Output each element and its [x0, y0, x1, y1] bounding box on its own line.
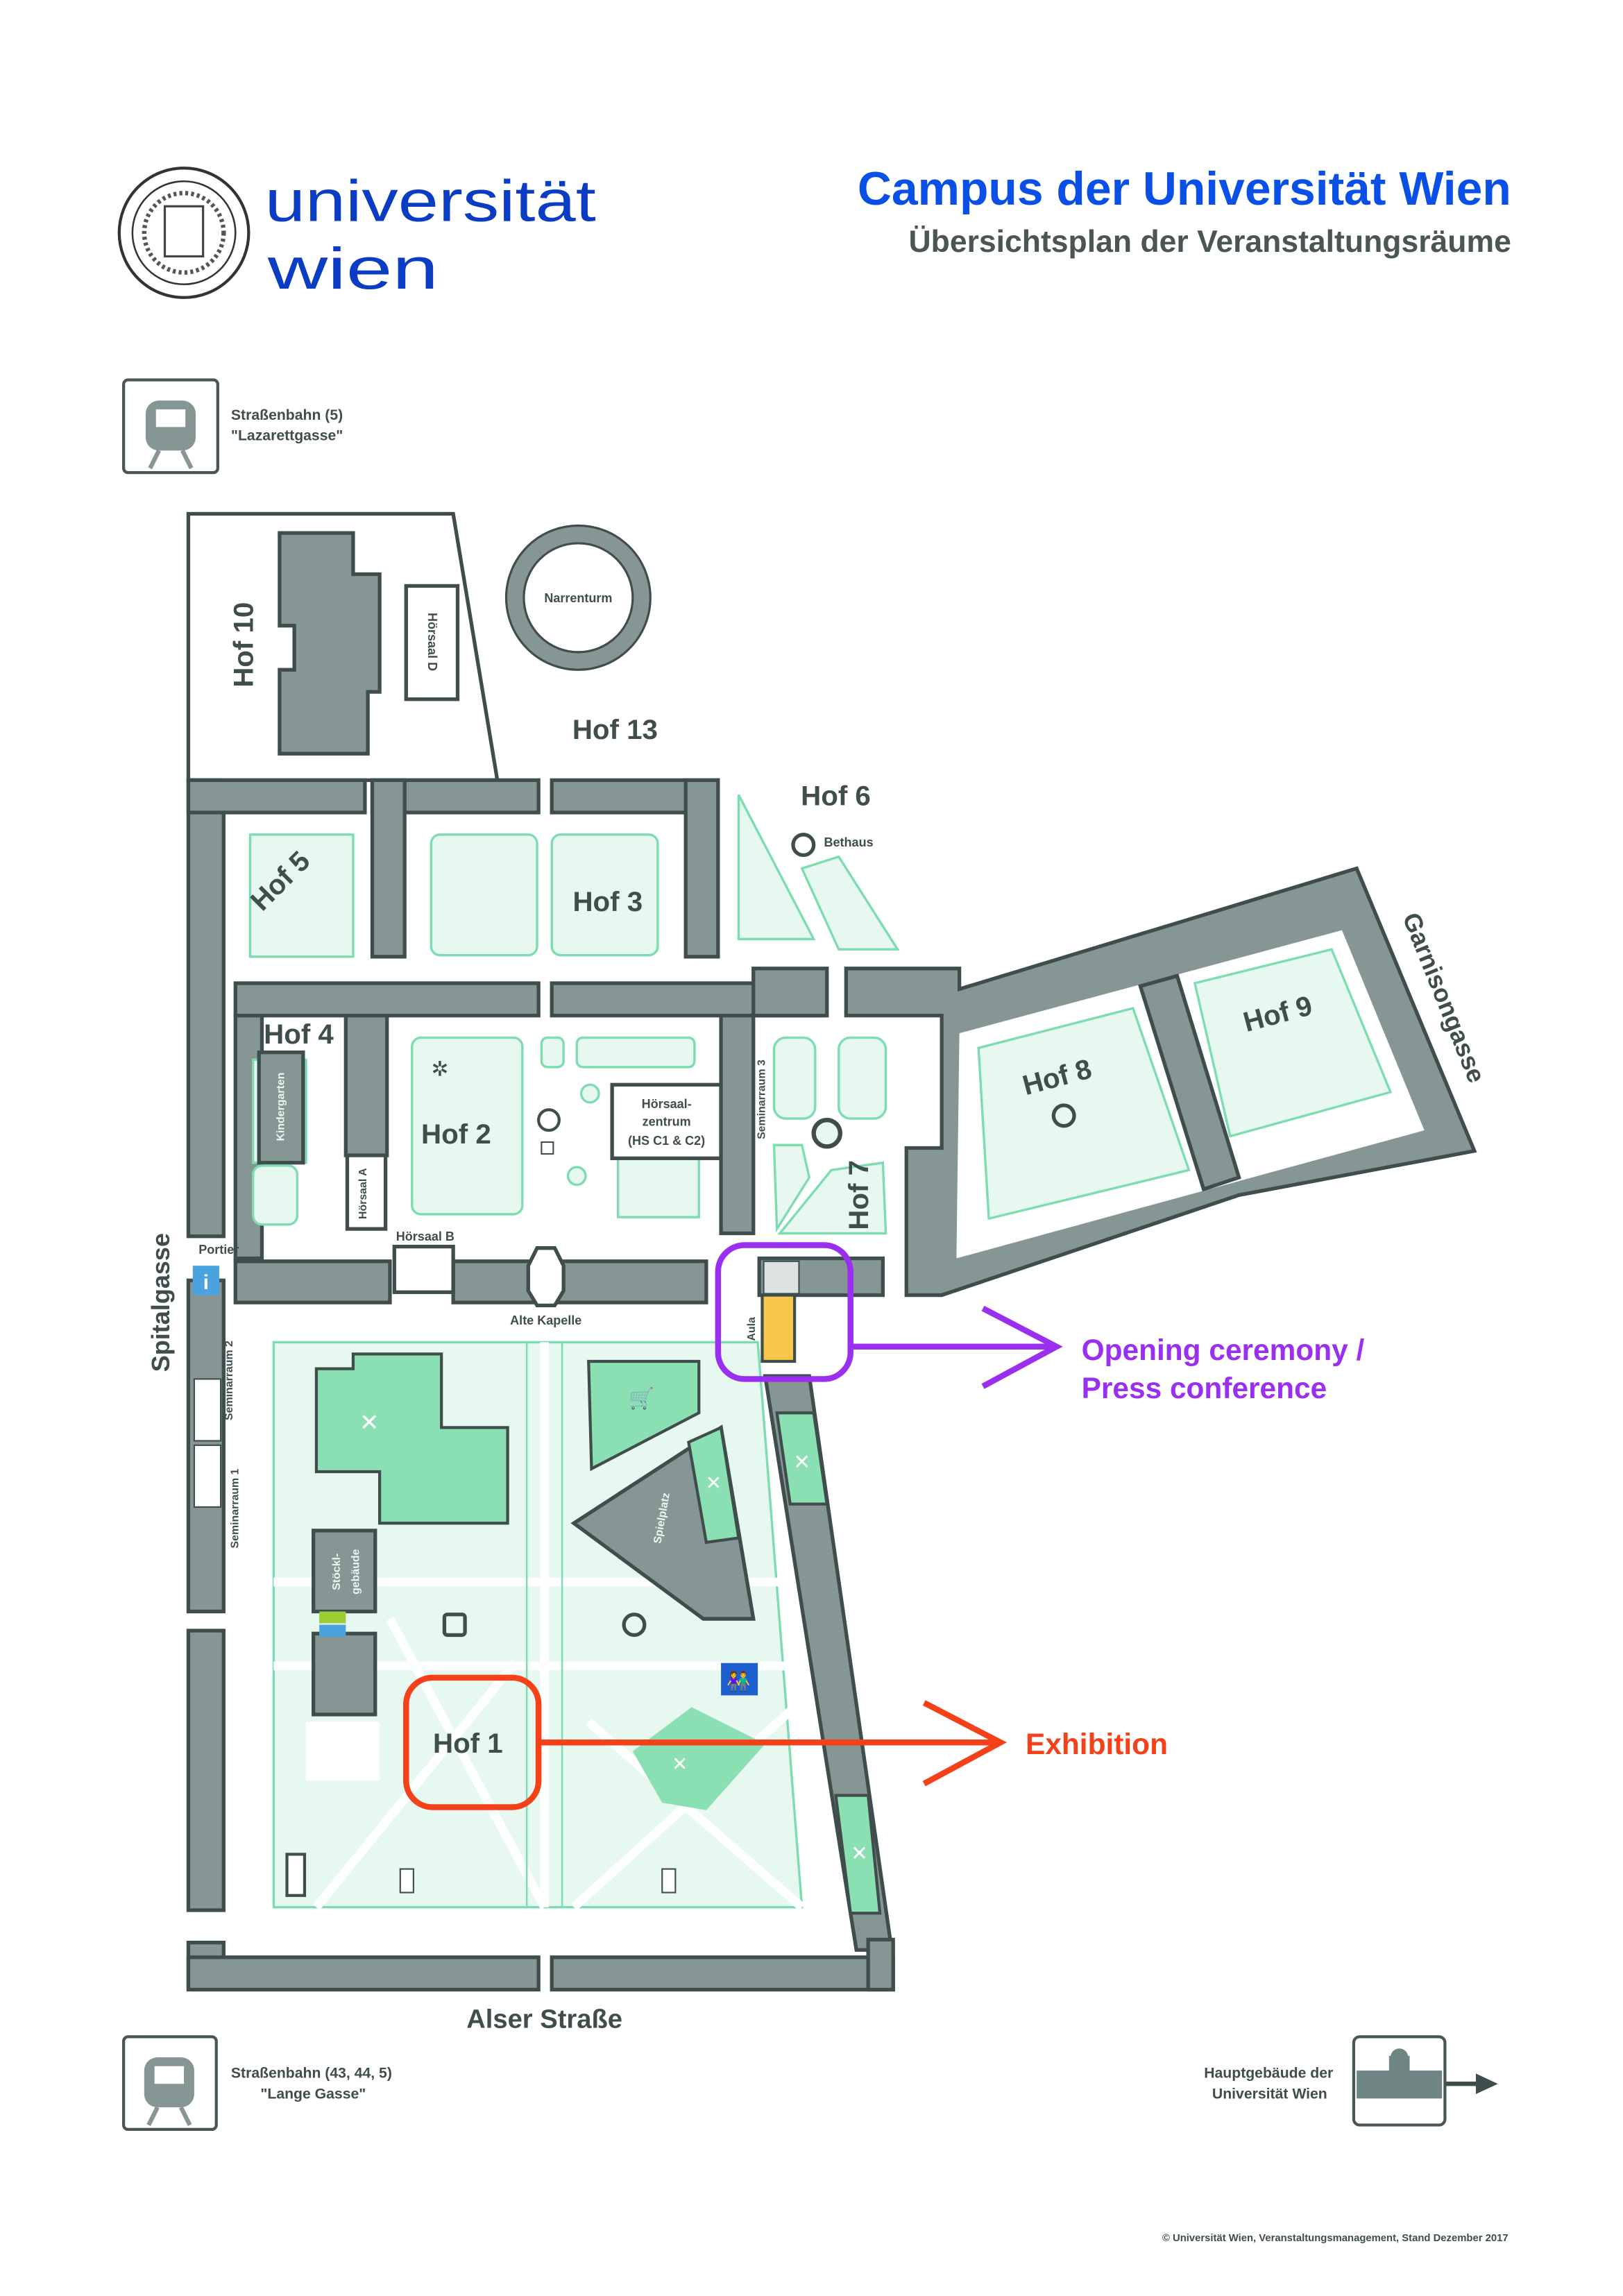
tram-top-line: Straßenbahn (5) — [231, 407, 343, 423]
logo-text-universitaet: universität — [265, 168, 596, 234]
hsz-label-2: zentrum — [643, 1115, 691, 1129]
street-alser-strasse: Alser Straße — [466, 2005, 622, 2034]
tram-stop-lazarettgasse: Straßenbahn (5) "Lazarettgasse" — [122, 378, 343, 475]
portier-label: Portier — [198, 1243, 239, 1257]
exhibition-label: Exhibition — [1026, 1728, 1168, 1760]
tram-bottom-line: Straßenbahn (43, 44, 5) — [231, 2066, 392, 2082]
seminarraum3-label[interactable]: Seminarraum 3 — [756, 1060, 768, 1139]
bike-icon — [319, 1611, 346, 1624]
bethaus-icon — [791, 833, 816, 858]
shop[interactable] — [587, 1359, 701, 1472]
restaurant-icon: ✕ — [706, 1472, 722, 1493]
opening-ceremony-annotation: Opening ceremony / Press conference — [715, 1242, 1365, 1404]
shopping-cart-icon: 🛒 — [629, 1387, 654, 1411]
press-conference-label: Press conference — [1082, 1372, 1327, 1404]
hsz-label-3: (HS C1 & C2) — [628, 1134, 705, 1148]
stoeckl-label-2: gebäude — [350, 1549, 362, 1595]
campus-map: Hörsaal D Hof 10 Narrenturm Hof 13 Hof 5… — [146, 511, 1491, 2034]
info-icon[interactable]: i — [192, 1266, 219, 1295]
hof4-label: Hof 4 — [264, 1019, 334, 1050]
seminarraum2-label[interactable]: Seminarraum 2 — [223, 1341, 235, 1420]
university-seal-icon — [117, 167, 250, 299]
restaurant-icon: ✕ — [851, 1842, 868, 1865]
main-building-label-2: Universität Wien — [1212, 2086, 1327, 2102]
hoersaal-b[interactable] — [392, 1244, 455, 1294]
hoersaal-a[interactable] — [345, 1153, 388, 1231]
arrow-right-icon — [1475, 2073, 1498, 2095]
restaurant-icon: ✕ — [672, 1753, 688, 1775]
tram-top-stop: "Lazarettgasse" — [231, 428, 343, 444]
stoeckl-label-1: Stöckl- — [331, 1554, 343, 1590]
hof13-label: Hof 13 — [572, 714, 658, 745]
page-subtitle: Übersichtsplan der Veranstaltungsräume — [908, 225, 1511, 259]
university-logo: universität wien — [117, 167, 596, 301]
tram-bottom-stop: "Lange Gasse" — [260, 2086, 366, 2102]
kindergarten-label: Kindergarten — [275, 1073, 287, 1141]
bethaus-label[interactable]: Bethaus — [824, 835, 874, 849]
alte-kapelle-label: Alte Kapelle — [510, 1313, 581, 1327]
hof1-label: Hof 1 — [433, 1728, 503, 1759]
hoersaal-a-label: Hörsaal A — [357, 1168, 369, 1219]
hoersaal-d-label: Hörsaal D — [425, 613, 439, 671]
page-title: Campus der Universität Wien — [858, 163, 1511, 215]
hof3-label: Hof 3 — [572, 886, 643, 917]
hof10-label: Hof 10 — [228, 602, 260, 688]
mensa[interactable] — [314, 1352, 509, 1525]
hof7-label: Hof 7 — [843, 1160, 874, 1230]
hof10-building — [278, 531, 382, 756]
logo-text-wien: wien — [267, 235, 439, 301]
kindergarten[interactable] — [257, 1051, 305, 1165]
hof6-label: Hof 6 — [801, 780, 871, 811]
restaurant-icon: ✕ — [359, 1410, 379, 1436]
hof2-label: Hof 2 — [421, 1119, 491, 1150]
hoersaal-b-label: Hörsaal B — [396, 1230, 454, 1243]
restaurant-icon: ✕ — [793, 1451, 810, 1474]
narrenturm[interactable]: Narrenturm — [504, 524, 652, 671]
hoersaal-d[interactable] — [404, 584, 460, 701]
svg-text:i: i — [203, 1271, 209, 1294]
copyright: © Universität Wien, Veranstaltungsmanage… — [1162, 2233, 1509, 2244]
stoeckl-gebaeude[interactable] — [312, 1529, 377, 1614]
seminarraum1-label[interactable]: Seminarraum 1 — [230, 1468, 241, 1548]
svg-text:👫: 👫 — [726, 1671, 750, 1693]
main-building-icon — [1357, 2048, 1443, 2099]
opening-ceremony-label: Opening ceremony / — [1082, 1334, 1365, 1366]
alte-kapelle[interactable] — [526, 1246, 566, 1308]
main-building-label-1: Hauptgebäude der — [1204, 2066, 1333, 2082]
exhibition-annotation: Exhibition — [403, 1674, 1168, 1810]
street-spitalgasse: Spitalgasse — [146, 1233, 175, 1372]
aula[interactable] — [760, 1293, 797, 1363]
tram-icon — [144, 2057, 194, 2126]
main-building-link[interactable]: Hauptgebäude der Universität Wien — [1204, 2035, 1498, 2127]
hsz-label-1: Hörsaal- — [642, 1097, 692, 1111]
tram-stop-lange-gasse: Straßenbahn (43, 44, 5) "Lange Gasse" — [122, 2035, 392, 2132]
narrenturm-label: Narrenturm — [544, 591, 612, 605]
tram-icon — [145, 400, 196, 470]
fountain-icon: ✲ — [432, 1058, 449, 1081]
aula-label: Aula — [746, 1317, 758, 1341]
toilet-icon: 👫 — [721, 1663, 758, 1696]
